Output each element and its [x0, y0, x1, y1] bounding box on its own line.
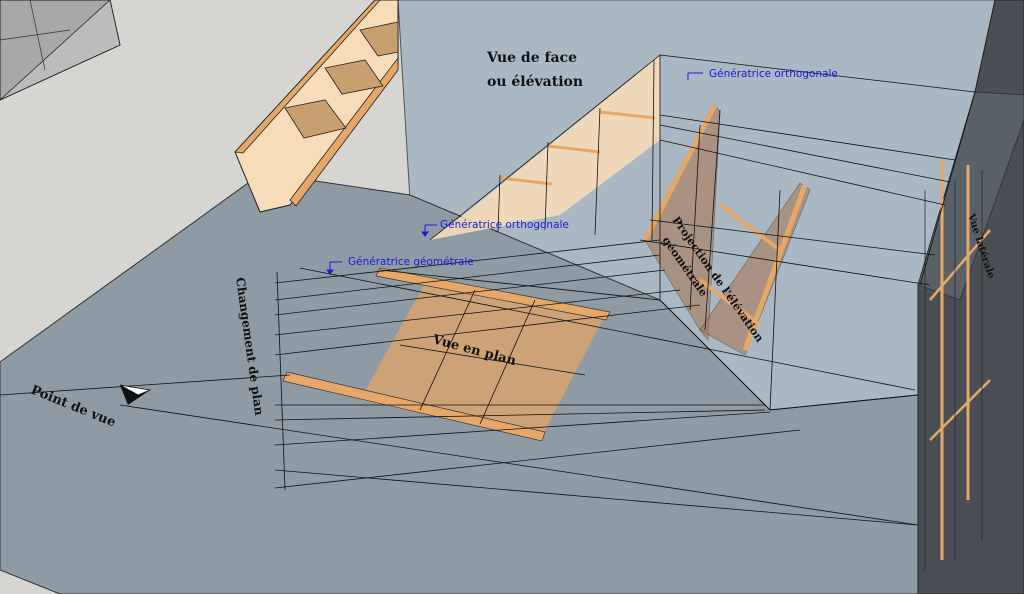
- elevation-steps: [499, 110, 656, 186]
- right-wall: [917, 0, 1024, 594]
- front-view-label-1: Vue de face: [486, 50, 577, 66]
- construction-lines: [0, 54, 976, 526]
- corner-box: [0, 0, 121, 101]
- gen-ortho-top-label: Génératrice orthogonale: [709, 68, 838, 80]
- callout-arrows: [326, 72, 703, 275]
- staircase: [234, 0, 399, 213]
- elevation-frame: [642, 103, 811, 356]
- elevation-wedge: [430, 55, 660, 240]
- gen-ortho-mid-label: Génératrice orthogonale: [440, 219, 569, 231]
- gen-geom-label: Génératrice géométrale: [348, 256, 474, 268]
- front-view-label-2: ou élévation: [487, 74, 583, 90]
- plan-view-rect: [360, 283, 605, 440]
